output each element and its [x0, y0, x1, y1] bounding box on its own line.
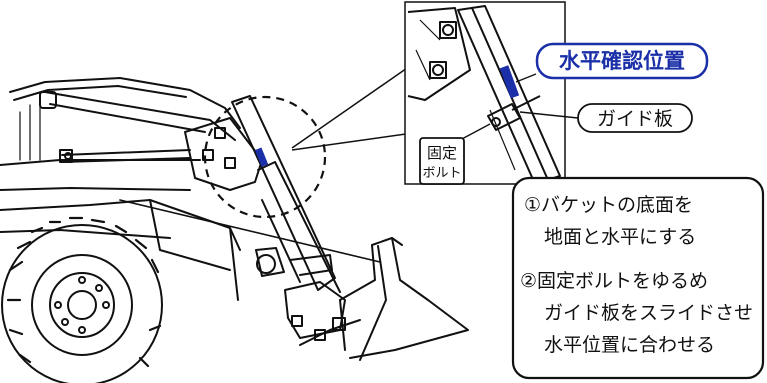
step1-line1: ①バケットの底面を: [524, 194, 693, 216]
callout-leader-lines: [459, 73, 579, 141]
fixing-bolt-label-line1: 固定: [427, 144, 457, 162]
fixing-bolt-label-line2: ボルト: [422, 166, 461, 181]
step2-line1: ②固定ボルトをゆるめ: [520, 270, 708, 292]
instruction-box: ①バケットの底面を 地面と水平にする ②固定ボルトをゆるめ ガイド板をスライドさ…: [511, 176, 765, 380]
step1-line2: 地面と水平にする: [544, 226, 696, 248]
level-check-position-label: 水平確認位置: [559, 49, 685, 73]
level-check-position-callout: 水平確認位置: [535, 42, 709, 80]
step2-line3: 水平位置に合わせる: [544, 334, 715, 356]
guide-plate-callout: ガイド板: [577, 103, 693, 133]
inset-level-indicator: [499, 65, 520, 99]
guide-plate-label: ガイド板: [597, 108, 673, 130]
detail-highlight-circle: [203, 95, 327, 219]
step2-line2: ガイド板をスライドさせ: [544, 302, 753, 324]
fixing-bolt-callout: 固定 ボルト: [419, 137, 465, 185]
front-tire: [1, 216, 163, 383]
zoom-wedge-lines: [291, 65, 421, 151]
level-indicator-mark: [254, 147, 269, 167]
tractor-loader-illustration: [0, 77, 469, 383]
